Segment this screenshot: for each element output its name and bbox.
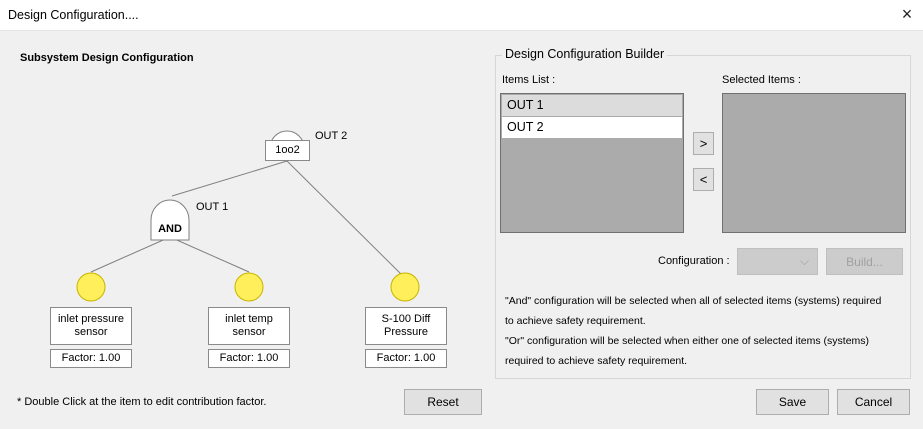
reset-button[interactable]: Reset [404,389,482,415]
config-note-line: required to achieve safety requirement. [505,355,688,367]
node-line1: inlet pressure [57,313,125,325]
config-note-line: to achieve safety requirement. [505,315,646,327]
gate-and-label[interactable]: AND [158,223,182,235]
node-inlet-pressure-sensor[interactable]: inlet pressure sensor [50,307,132,345]
gate-1oo2[interactable]: 1oo2 [265,140,310,161]
sensor-icon [76,272,106,302]
link-and-inlet-temp [169,236,250,273]
cancel-button[interactable]: Cancel [837,389,910,415]
factor-inlet-temp[interactable]: Factor: 1.00 [208,349,290,368]
window-title: Design Configuration.... [8,8,139,22]
factor-s100-diff[interactable]: Factor: 1.00 [365,349,447,368]
add-item-button[interactable]: > [693,132,714,155]
title-bar: Design Configuration.... × [0,0,923,31]
out1-label: OUT 1 [196,201,229,213]
configuration-select[interactable]: ⌵ [737,248,818,275]
list-item[interactable]: OUT 2 [502,117,682,138]
config-note-line: "And" configuration will be selected whe… [505,295,882,307]
panel-title: Subsystem Design Configuration [20,52,194,64]
items-list[interactable]: OUT 1 OUT 2 [500,93,684,233]
remove-item-button[interactable]: < [693,168,714,191]
items-list-label: Items List : [502,74,556,86]
node-line2: Pressure [383,326,429,338]
node-s100-diff-pressure[interactable]: S-100 Diff Pressure [365,307,447,345]
selected-items-list[interactable] [722,93,906,233]
and-gate-shape [150,199,190,241]
sensor-icon [390,272,420,302]
node-line2: sensor [74,326,108,338]
node-line1: S-100 Diff [381,313,431,325]
list-item[interactable]: OUT 1 [502,95,682,116]
selected-items-label: Selected Items : [722,74,801,86]
config-note-line: "Or" configuration will be selected when… [505,335,870,347]
configuration-label: Configuration : [658,255,730,267]
node-line2: sensor [232,326,266,338]
factor-inlet-pressure[interactable]: Factor: 1.00 [50,349,132,368]
close-icon[interactable]: × [901,4,913,24]
out2-label: OUT 2 [315,130,348,142]
save-button[interactable]: Save [756,389,829,415]
builder-title: Design Configuration Builder [502,47,668,61]
node-inlet-temp-sensor[interactable]: inlet temp sensor [208,307,290,345]
gate-1oo2-label: 1oo2 [275,144,300,156]
sensor-icon [234,272,264,302]
link-1oo2-diff [286,160,406,279]
link-and-inlet-pressure [90,236,171,273]
link-1oo2-and [171,160,288,197]
chevron-down-icon: ⌵ [799,254,809,268]
edit-hint: * Double Click at the item to edit contr… [17,396,267,408]
node-line1: inlet temp [225,313,273,325]
builder-groupbox [495,55,911,379]
build-button[interactable]: Build... [826,248,903,275]
